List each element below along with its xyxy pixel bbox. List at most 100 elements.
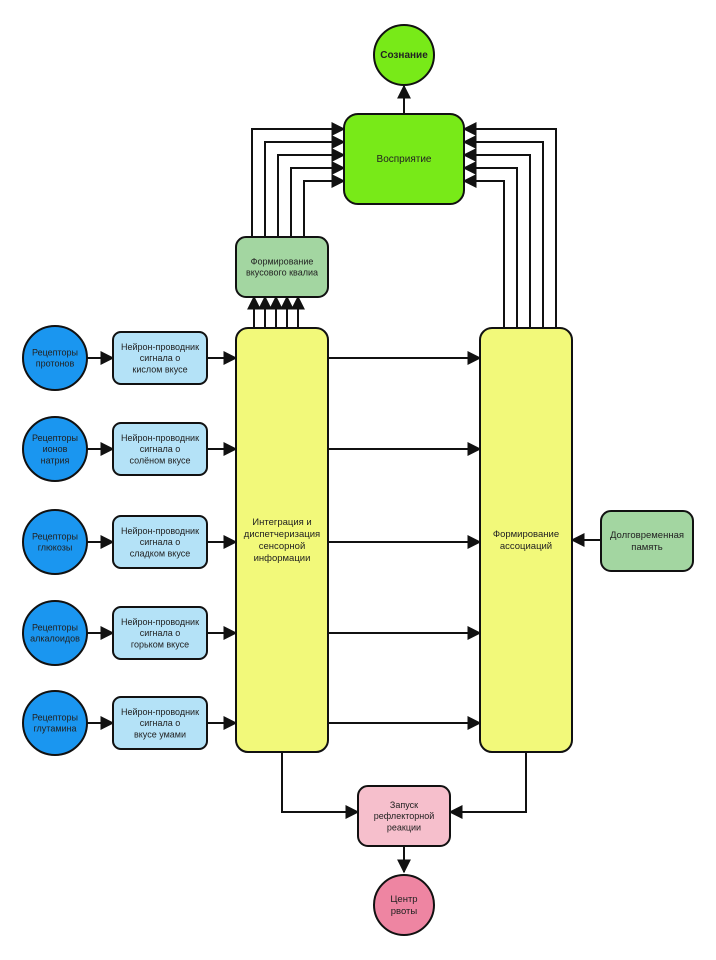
- neuron-node-label-line: сигнала о: [140, 718, 181, 728]
- neuron-node-shape: [112, 696, 208, 750]
- integration-block-label-line: диспетчеризация: [244, 529, 320, 540]
- neuron-node-label-line: горьком вкусе: [131, 639, 189, 649]
- receptor-node-label-line: протонов: [36, 359, 75, 369]
- receptor-node[interactable]: Рецепторы глюкозы: [22, 509, 88, 575]
- qualia-node-shape: [235, 236, 329, 298]
- receptor-node-label-line: Рецепторы: [32, 531, 78, 541]
- integration-block-shape: [235, 327, 329, 753]
- receptor-node-label-line: натрия: [41, 455, 70, 465]
- perception-node-shape: [343, 113, 465, 205]
- neuron-node-label-line: Нейрон-проводник: [121, 342, 199, 352]
- receptor-node-shape: [22, 325, 88, 391]
- reflex-node-shape: [357, 785, 451, 847]
- consciousness-node[interactable]: Сознание: [373, 24, 435, 86]
- neuron-node-shape: [112, 331, 208, 385]
- memory-node-label-line: память: [631, 541, 662, 552]
- receptor-node-label-line: Рецепторы: [32, 622, 78, 632]
- neuron-node-shape: [112, 606, 208, 660]
- neuron-node-label-line: Нейрон-проводник: [121, 433, 199, 443]
- receptor-node-label-line: ионов: [43, 444, 68, 454]
- neuron-node-label-line: сигнала о: [140, 628, 181, 638]
- associations-to-perception-arrow: [462, 148, 531, 328]
- qualia-to-perception-arrow: [303, 174, 346, 237]
- qualia-to-perception-arrow: [290, 161, 346, 237]
- perception-node[interactable]: Восприятие: [343, 113, 465, 205]
- neuron-node-label-line: сигнала о: [140, 537, 181, 547]
- connections: [87, 84, 601, 874]
- qualia-to-perception-arrow: [251, 122, 346, 237]
- neuron-node-label-line: вкусе умами: [134, 729, 186, 739]
- receptor-node-shape: [22, 600, 88, 666]
- vomit-center-node-label-line: Центр: [390, 894, 417, 905]
- receptor-node[interactable]: Рецепторы алкалоидов: [22, 600, 88, 666]
- associations-to-reflex-arrow: [448, 752, 527, 819]
- neuron-node-label-line: Нейрон-проводник: [121, 526, 199, 536]
- receptor-node-shape: [22, 509, 88, 575]
- qualia-node-label-line: вкусового квалиа: [246, 268, 318, 278]
- associations-block-label-line: ассоциаций: [500, 540, 552, 551]
- vomit-center-node-shape: [373, 874, 435, 936]
- neuron-node-label-line: Нейрон-проводник: [121, 707, 199, 717]
- receptor-node-label-line: глюкозы: [38, 543, 73, 553]
- receptor-node-label-line: алкалоидов: [30, 634, 80, 644]
- receptor-node-label: Рецепторы глюкозы: [32, 531, 78, 552]
- integration-to-reflex-arrow: [281, 752, 360, 819]
- receptor-node-label-line: Рецепторы: [32, 347, 78, 357]
- integration-block-label-line: сенсорной: [259, 540, 306, 551]
- consciousness-node-label: Сознание: [380, 50, 428, 61]
- reflex-node-label-line: реакции: [387, 822, 421, 832]
- qualia-to-perception-arrow: [277, 148, 346, 237]
- memory-node-shape: [600, 510, 694, 572]
- memory-node-label-line: Долговременная: [610, 530, 684, 541]
- consciousness-node-label-line: Сознание: [380, 50, 428, 61]
- integration-block-label-line: Интеграция и: [252, 517, 311, 528]
- reflex-node-label-line: рефлекторной: [374, 811, 435, 821]
- receptor-node-label-line: Рецепторы: [32, 712, 78, 722]
- neuron-node-label-line: Нейрон-проводник: [121, 617, 199, 627]
- receptor-node-label: Рецепторы алкалоидов: [30, 622, 80, 643]
- neuron-node-label-line: сигнала о: [140, 353, 181, 363]
- neuron-node-label-line: кислом вкусе: [132, 364, 187, 374]
- neuron-node-shape: [112, 422, 208, 476]
- integration-block-label-line: информации: [254, 552, 311, 563]
- receptor-node[interactable]: Рецепторы протонов: [22, 325, 88, 391]
- associations-to-perception-arrow: [462, 161, 518, 328]
- associations-to-perception-arrow: [462, 122, 557, 328]
- associations-block-label-line: Формирование: [493, 529, 559, 540]
- receptor-node-label: Рецепторы протонов: [32, 347, 78, 368]
- reflex-node-label-line: Запуск: [390, 800, 418, 810]
- consciousness-node-shape: [373, 24, 435, 86]
- qualia-to-perception-arrow: [264, 135, 346, 237]
- associations-to-perception-arrow: [462, 174, 505, 328]
- associations-block-shape: [479, 327, 573, 753]
- receptor-node-shape: [22, 690, 88, 756]
- neuron-node-shape: [112, 515, 208, 569]
